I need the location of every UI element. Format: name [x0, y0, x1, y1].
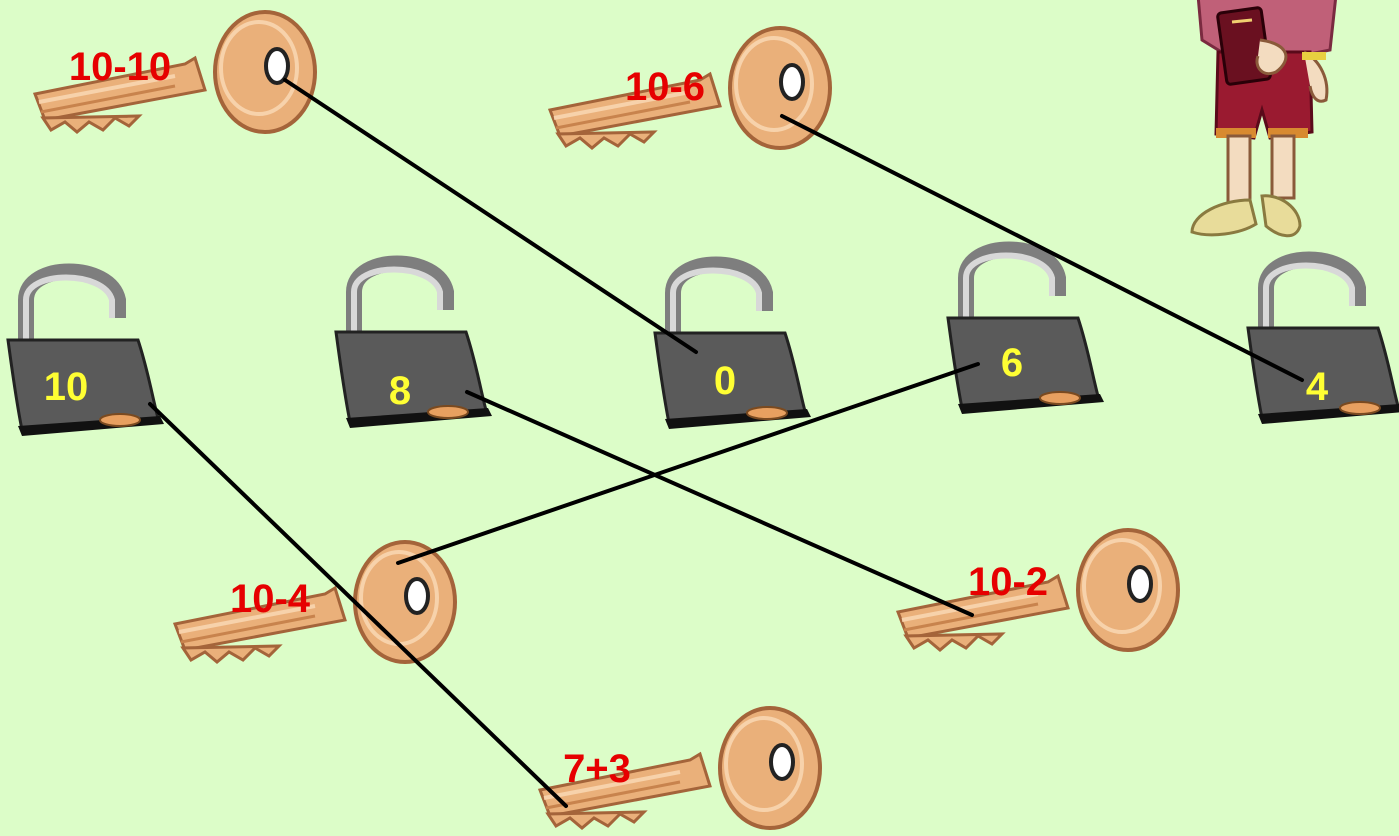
- connector-line-10-6-to-4: [780, 114, 1304, 382]
- key-label: 10-4: [230, 577, 311, 621]
- key-10-6[interactable]: 10-6: [548, 26, 832, 150]
- padlock-8[interactable]: 8: [336, 264, 492, 429]
- connector-line-7-3-to-10: [148, 402, 568, 808]
- connector-line-10-4-to-6: [396, 362, 980, 565]
- connector-lines: [148, 78, 1304, 808]
- lock-label: 0: [714, 359, 736, 403]
- padlock-10[interactable]: 10: [8, 272, 164, 437]
- key-label: 7+3: [563, 747, 631, 791]
- key-10-10[interactable]: 10-10: [33, 10, 317, 134]
- key-10-2[interactable]: 10-2: [896, 528, 1180, 652]
- padlock-6[interactable]: 6: [948, 250, 1104, 415]
- key-label: 10-2: [968, 560, 1048, 604]
- key-label: 10-10: [69, 45, 171, 89]
- lock-label: 4: [1306, 365, 1329, 409]
- connector-line-10-10-to-0: [283, 78, 698, 354]
- connector-line-10-2-to-8: [465, 390, 974, 617]
- lock-label: 6: [1001, 341, 1023, 385]
- padlock-4[interactable]: 4: [1248, 260, 1399, 425]
- lock-label: 10: [44, 365, 89, 409]
- padlock-0[interactable]: 0: [655, 265, 811, 430]
- key-label: 10-6: [625, 65, 705, 109]
- lock-label: 8: [389, 369, 411, 413]
- student-character-icon: [1190, 0, 1337, 238]
- key-10-4[interactable]: 10-4: [173, 540, 457, 664]
- key-7-3[interactable]: 7+3: [538, 706, 822, 830]
